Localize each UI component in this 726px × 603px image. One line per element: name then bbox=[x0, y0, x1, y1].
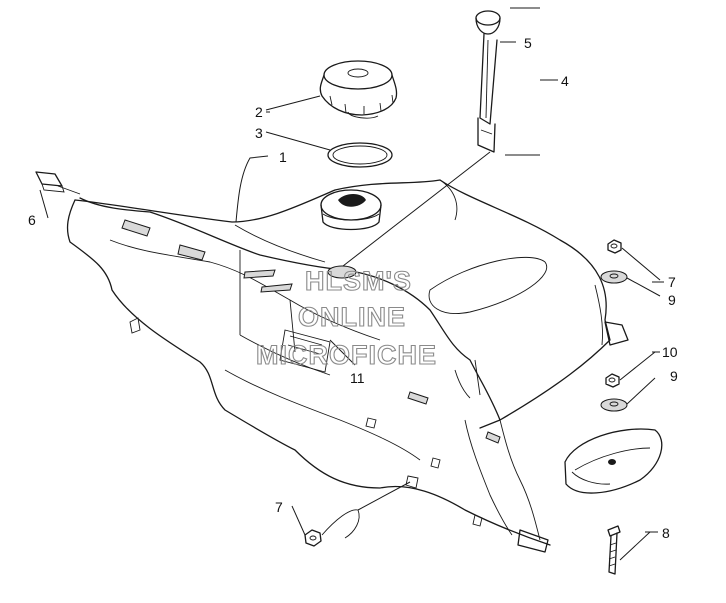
nut-upper bbox=[607, 239, 622, 254]
watermark: HLSM'S ONLINE MICROFICHE bbox=[255, 265, 437, 370]
fuel-tank bbox=[66, 179, 629, 553]
callout-3: 3 bbox=[255, 125, 263, 141]
watermark-line-2: ONLINE bbox=[298, 302, 406, 332]
callout-9-upper: 9 bbox=[668, 292, 676, 308]
nut-lower bbox=[605, 373, 620, 388]
callout-11: 11 bbox=[350, 370, 365, 386]
cap-gasket bbox=[327, 142, 393, 168]
callout-dashes bbox=[266, 79, 664, 533]
watermark-line-3: MICROFICHE bbox=[256, 340, 437, 370]
callout-8: 8 bbox=[662, 525, 670, 541]
watermark-line-1: HLSM'S bbox=[305, 266, 412, 296]
washer-upper bbox=[600, 270, 628, 284]
callout-9-lower: 9 bbox=[670, 368, 678, 384]
callout-10: 10 bbox=[662, 344, 678, 360]
washer-lower bbox=[600, 398, 628, 412]
fuel-gauge-sender bbox=[342, 10, 501, 267]
callout-1: 1 bbox=[279, 149, 287, 165]
bracket-clip bbox=[35, 171, 81, 195]
leader-lines bbox=[39, 7, 661, 561]
callout-7-upper: 7 bbox=[668, 274, 676, 290]
bolt bbox=[607, 525, 621, 575]
callouts: 1 2 3 4 5 6 7 7 8 9 9 10 11 bbox=[28, 35, 678, 541]
callout-5: 5 bbox=[524, 35, 532, 51]
callout-7-lower: 7 bbox=[275, 499, 283, 515]
filler-cap bbox=[319, 60, 398, 119]
callout-6: 6 bbox=[28, 212, 36, 228]
callout-4: 4 bbox=[561, 73, 569, 89]
rubber-pad bbox=[564, 428, 663, 494]
nut-bottom bbox=[304, 481, 411, 547]
callout-2: 2 bbox=[255, 104, 263, 120]
